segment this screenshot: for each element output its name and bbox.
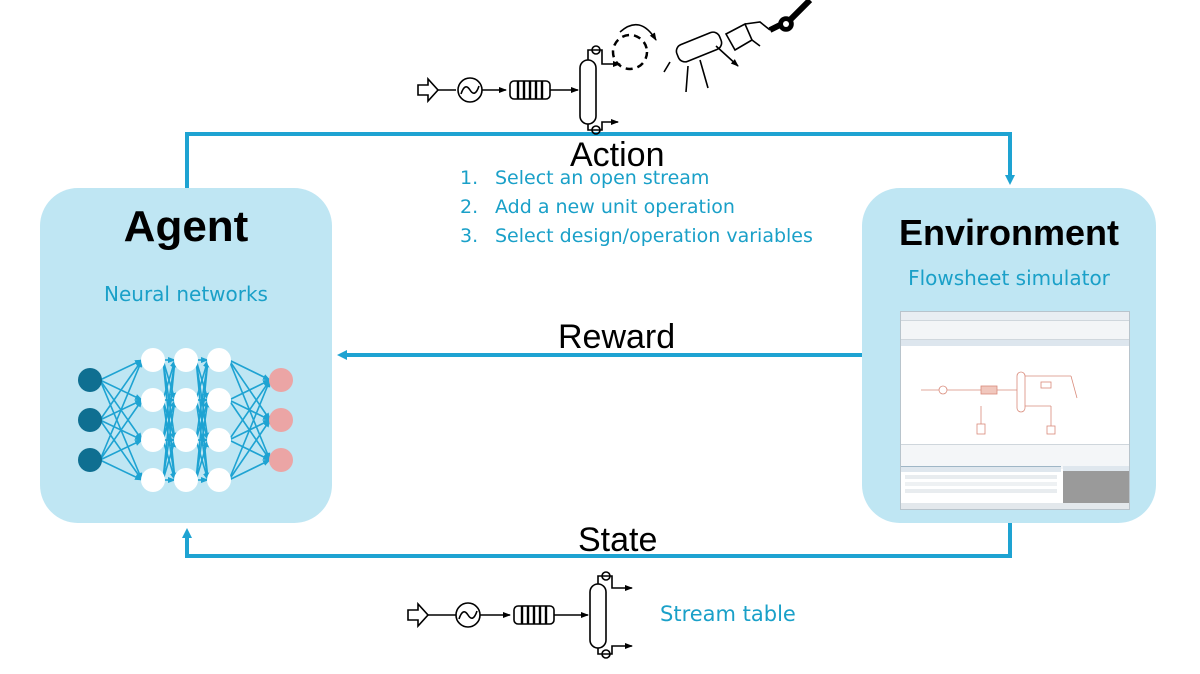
action-label: Action <box>570 136 665 174</box>
stream-table-label: Stream table <box>660 602 796 626</box>
action-step: 1.Select an open stream <box>460 167 710 189</box>
sim-flowsheet-drawing <box>921 371 1078 435</box>
nn-hidden-node <box>141 388 165 412</box>
nn-hidden-node <box>207 388 231 412</box>
nn-hidden-node <box>141 348 165 372</box>
sim-ribbon <box>901 321 1129 340</box>
robot-arm-icon <box>663 0 813 93</box>
nn-connection <box>99 459 143 481</box>
nn-connection <box>99 359 143 381</box>
column-icon <box>579 59 597 125</box>
action-step: 3.Select design/operation variables <box>460 225 813 247</box>
feed-arrow-icon <box>407 601 430 629</box>
nn-output-node <box>269 368 293 392</box>
nn-output-node <box>269 408 293 432</box>
action-steps-list: 1.Select an open stream 2.Add a new unit… <box>460 166 813 253</box>
nn-connection <box>228 379 271 481</box>
nn-input-node <box>78 368 102 392</box>
nn-hidden-node <box>174 348 198 372</box>
nn-connection <box>195 399 210 481</box>
nn-connection <box>162 439 176 481</box>
nn-connection <box>162 359 178 481</box>
simulator-screenshot <box>900 311 1130 510</box>
sim-messages-panel <box>901 466 1061 503</box>
environment-title: Environment <box>898 212 1120 253</box>
sim-statusbar <box>901 503 1129 509</box>
sim-model-palette <box>901 444 1129 469</box>
feed-arrow-icon <box>417 76 440 104</box>
nn-connection <box>99 399 143 461</box>
nn-connection <box>195 359 211 481</box>
nn-hidden-node <box>141 468 165 492</box>
nn-connection <box>228 379 271 441</box>
nn-hidden-node <box>207 468 231 492</box>
nn-input-node <box>78 408 102 432</box>
nn-output-node <box>269 448 293 472</box>
agent-subtitle: Neural networks <box>104 282 268 306</box>
reward-label: Reward <box>558 318 676 356</box>
sim-side-panel <box>1063 466 1129 507</box>
state-arrow <box>182 523 1012 558</box>
neural-network <box>78 348 293 492</box>
nn-connection <box>228 459 271 481</box>
nn-hidden-node <box>207 428 231 452</box>
action-flowsheet <box>417 0 813 135</box>
sim-tabbar <box>901 340 1129 346</box>
environment-subtitle: Flowsheet simulator <box>908 266 1110 290</box>
nn-hidden-node <box>207 348 231 372</box>
nn-connection <box>99 439 143 461</box>
sim-flowsheet-canvas <box>901 346 1129 444</box>
nn-connection <box>99 359 143 421</box>
open-stream-icon <box>611 33 649 71</box>
agent-title: Agent <box>123 202 249 251</box>
nn-connection <box>228 359 271 381</box>
nn-connection <box>195 439 209 481</box>
nn-connection <box>162 399 177 481</box>
nn-hidden-node <box>174 428 198 452</box>
nn-hidden-node <box>174 468 198 492</box>
nn-connection <box>99 359 143 461</box>
state-flowsheet <box>407 571 633 659</box>
sim-titlebar <box>901 312 1129 321</box>
state-label: State <box>578 521 658 559</box>
nn-connection <box>228 419 271 481</box>
column-icon <box>589 583 607 649</box>
nn-input-node <box>78 448 102 472</box>
nn-connection <box>228 379 271 401</box>
nn-hidden-node <box>174 388 198 412</box>
action-step: 2.Add a new unit operation <box>460 196 735 218</box>
nn-hidden-node <box>141 428 165 452</box>
